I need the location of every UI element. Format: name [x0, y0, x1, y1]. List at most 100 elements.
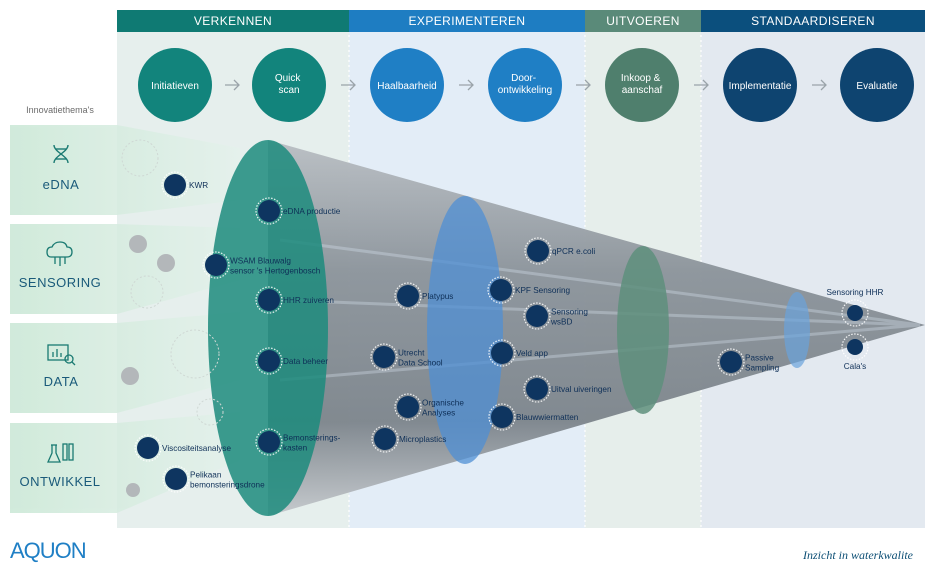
- theme-label-data: DATA: [44, 374, 79, 389]
- project-node-halo: [371, 425, 399, 453]
- project-node-halo: [134, 434, 162, 462]
- theme-band-ontwikkel: [10, 412, 240, 513]
- theme-labels: eDNA SENSORING DATA ONTWIKKEL: [19, 144, 102, 489]
- project-label-line: qPCR e.coli: [552, 247, 595, 256]
- project-label-line: KPF Sensoring: [515, 286, 571, 295]
- phase-standaardiseren: [701, 10, 925, 32]
- project-label-line: Sensoring HHR: [827, 288, 884, 297]
- theme-label-sensoring: SENSORING: [19, 275, 102, 290]
- project-label: qPCR e.coli: [552, 247, 595, 256]
- project-label: Microplastics: [399, 435, 446, 444]
- cone-streaks: [279, 238, 921, 382]
- step-circle-haalbaarheid: [370, 48, 444, 122]
- project-node-halo: [255, 286, 283, 314]
- arrow-right-icon: [459, 79, 474, 91]
- step-circle-doorontwikkeling: [488, 48, 562, 122]
- project-label-line: Utrecht: [398, 349, 425, 358]
- project-label: Uitval uiveringen: [551, 385, 612, 394]
- project-label-line: kasten: [283, 444, 308, 453]
- step-label-implementatie: Implementatie: [729, 81, 792, 92]
- phase-label-uitvoeren: UITVOEREN: [606, 14, 680, 28]
- phase-label-standaardiseren: STANDAARDISEREN: [751, 14, 875, 28]
- project-label-line: Microplastics: [399, 435, 446, 444]
- project-label-line: bemonsteringsdrone: [190, 481, 265, 490]
- project-label-line: Organische: [422, 399, 464, 408]
- step-label-line: ontwikkeling: [498, 85, 552, 96]
- project-label-line: HHR zuiveren: [283, 296, 334, 305]
- project-node-halo: [487, 276, 515, 304]
- project-node: eDNA productie: [255, 197, 341, 225]
- project-label: Sensoring HHR: [827, 288, 884, 297]
- gray-dot: [129, 235, 147, 253]
- project-node-dot: [847, 339, 863, 355]
- theme-label-edna: eDNA: [43, 177, 80, 192]
- project-node-dot: [258, 431, 280, 453]
- project-node-halo: [394, 393, 422, 421]
- project-label-line: eDNA productie: [283, 207, 341, 216]
- step-circle-quick-scan: [252, 48, 326, 122]
- decorative-circles: [121, 139, 224, 497]
- project-node: Cala's: [841, 333, 869, 371]
- project-label-line: Sensoring: [551, 308, 588, 317]
- project-node-halo: [841, 333, 869, 361]
- cloud-outline: [46, 241, 73, 258]
- step-label-line: aanschaf: [622, 85, 663, 96]
- flask-outline: [46, 445, 62, 463]
- project-label-line: Sampling: [745, 364, 780, 373]
- project-node-dot: [165, 468, 187, 490]
- project-node: HHR zuiveren: [255, 286, 334, 314]
- dashed-circle: [170, 329, 220, 379]
- step-label-line: Quick: [275, 73, 302, 84]
- project-label-line: Data School: [398, 359, 443, 368]
- process-steps: Initiatieven Quick scan Haalbaarheid Doo…: [138, 48, 914, 122]
- project-node-dot: [258, 350, 280, 372]
- arrow-right-icon: [812, 79, 827, 91]
- project-node-halo: [162, 465, 190, 493]
- project-label-line: Platypus: [422, 292, 453, 301]
- gray-dot: [157, 254, 175, 272]
- step-circle-initiatieven: [138, 48, 212, 122]
- dashed-circle: [121, 139, 159, 177]
- project-node-dot: [137, 437, 159, 459]
- project-node: Microplastics: [371, 425, 446, 453]
- step-circle-implementatie: [723, 48, 797, 122]
- dashed-circle: [130, 275, 164, 309]
- project-node-halo: [394, 282, 422, 310]
- project-node: Data beheer: [255, 347, 328, 375]
- arrow-right-icon: [576, 79, 591, 91]
- project-node: Veld app: [488, 339, 548, 367]
- themes-heading: Innovatiethema's: [26, 105, 94, 115]
- cloud-sensor-icon: [46, 241, 73, 266]
- phase-label-verkennen: VERKENNEN: [194, 14, 272, 28]
- monitor-outline: [47, 344, 69, 361]
- project-label: HHR zuiveren: [283, 296, 334, 305]
- project-node-halo: [161, 171, 189, 199]
- project-node-halo: [488, 403, 516, 431]
- cone-streak: [279, 238, 921, 327]
- project-node-halo: [255, 428, 283, 456]
- dashed-circle: [196, 398, 224, 426]
- step-label-line: Inkoop &: [621, 73, 661, 84]
- phase-verkennen: [117, 10, 349, 32]
- project-node: KPF Sensoring: [487, 276, 571, 304]
- project-label: KWR: [189, 181, 208, 190]
- step-label-initiatieven: Initiatieven: [151, 81, 199, 92]
- test-tube: [62, 443, 68, 461]
- project-node: Bemonsterings-kasten: [255, 428, 341, 456]
- step-label-quick-scan: Quick scan: [275, 73, 303, 96]
- project-node-dot: [397, 285, 419, 307]
- phase-experimenteren: [349, 10, 585, 32]
- project-label-line: Analyses: [422, 409, 455, 418]
- project-node-dot: [720, 351, 742, 373]
- funnel-cone: [268, 140, 925, 516]
- funnel-section-standaardiseren: [784, 292, 810, 368]
- project-node-dot: [526, 305, 548, 327]
- project-node-dot: [374, 428, 396, 450]
